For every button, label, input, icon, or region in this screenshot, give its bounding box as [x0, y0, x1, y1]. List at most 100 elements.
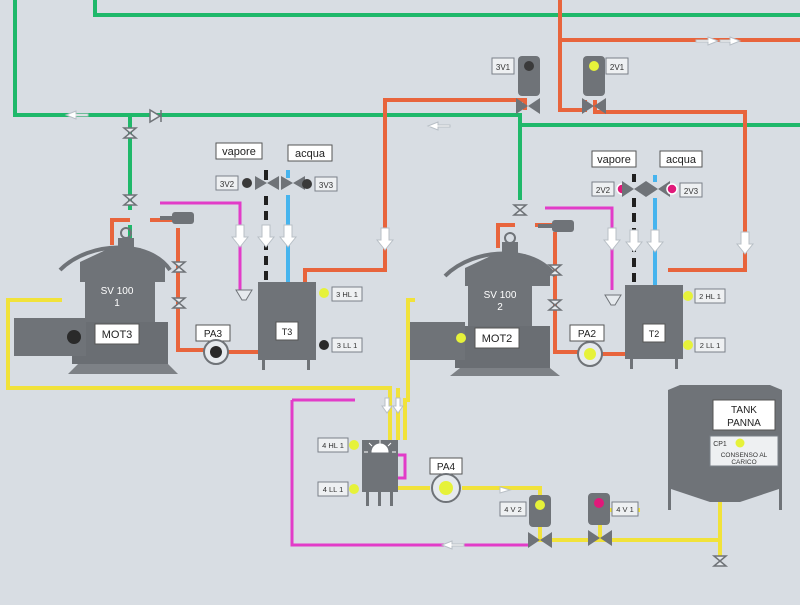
- level-lamp-2hl1: [683, 291, 693, 301]
- status-lamp-mot3: [69, 332, 79, 342]
- pump-pa4-label: PA4: [437, 462, 456, 473]
- flow-arrow-icon: [381, 397, 393, 414]
- flow-arrow-icon: [230, 224, 250, 248]
- flow-arrow-icon: [719, 36, 742, 46]
- level-lamp-3hl1: [319, 288, 329, 298]
- pump-pa4[interactable]: PA4: [429, 457, 463, 503]
- valve-2v3-label: 2V3: [684, 187, 699, 196]
- valve-2v2-label: 2V2: [596, 186, 611, 195]
- flow-arrow-icon: [735, 231, 755, 255]
- valve-4v2[interactable]: 4 V 2: [499, 495, 552, 548]
- valve-3v3-icon[interactable]: [281, 176, 305, 190]
- level-4ll1-label: 4 LL 1: [323, 485, 344, 494]
- valve-2v3-icon[interactable]: [646, 181, 670, 197]
- valve-3v2-label: 3V2: [220, 180, 235, 189]
- level-lamp-2ll1: [683, 340, 693, 350]
- valve-body-icon: [528, 532, 552, 548]
- manual-valves-right: [511, 204, 564, 311]
- valve-2v1-label: 2V1: [610, 63, 625, 72]
- valve-2v2-icon[interactable]: [622, 181, 646, 197]
- steam-water-valves-left: vapore acqua 3V2 3V3: [215, 142, 338, 192]
- tank-collector[interactable]: 4 HL 1 4 LL 1: [317, 437, 398, 506]
- level-4hl1-label: 4 HL 1: [322, 441, 344, 450]
- label-vapore-left: vapore: [222, 146, 256, 158]
- status-lamp-3v1: [524, 61, 534, 71]
- valve-4v1[interactable]: 4 V 1: [588, 493, 639, 546]
- valve-body-icon: [516, 98, 540, 114]
- flow-arrow-icon: [499, 486, 512, 494]
- tank-t2[interactable]: T2 2 HL 1 2 LL 1: [604, 285, 726, 369]
- flow-arrow-icon: [695, 36, 720, 46]
- tank-t2-label: T2: [649, 329, 660, 339]
- status-lamp-3v2: [242, 178, 252, 188]
- valve-3v1-label: 3V1: [496, 63, 511, 72]
- status-lamp-pa4: [439, 481, 453, 495]
- tank-panna-subtitle: PANNA: [727, 418, 761, 429]
- tank-panna[interactable]: TANK PANNA CP1 CONSENSO AL CARICO: [668, 385, 782, 510]
- tank-t3[interactable]: T3 3 HL 1 3 LL 1: [235, 282, 363, 370]
- label-acqua-right: acqua: [666, 154, 697, 166]
- consenso-label-line1: CONSENSO AL: [721, 452, 768, 459]
- status-lamp-cp1: [735, 438, 745, 448]
- green-return-lines: [13, 0, 800, 252]
- agitator-light-icon: [364, 440, 396, 453]
- status-lamp-3v3: [302, 179, 312, 189]
- flow-arrow-icon: [256, 224, 276, 248]
- separator-left-number: 1: [114, 298, 120, 309]
- drain-valve-icon[interactable]: [711, 555, 729, 567]
- separator-right-number: 2: [497, 302, 503, 313]
- flow-arrows: [64, 36, 755, 550]
- pump-pa3[interactable]: PA3: [195, 324, 231, 365]
- valve-3v2-icon[interactable]: [255, 176, 279, 190]
- cp1-label: CP1: [713, 441, 727, 448]
- status-lamp-pa3: [210, 346, 222, 358]
- check-valve-icon: [149, 108, 162, 124]
- status-lamp-4v2: [535, 500, 545, 510]
- flow-arrow-icon: [602, 227, 622, 251]
- status-lamp-mot2: [456, 333, 466, 343]
- valve-3v3-label: 3V3: [319, 181, 334, 190]
- sample-probe-right: [538, 220, 574, 232]
- valve-4v2-label: 4 V 2: [504, 505, 522, 514]
- flow-arrow-icon: [64, 110, 89, 120]
- flow-arrow-icon: [278, 224, 298, 248]
- consenso-label-line2: CARICO: [731, 459, 756, 466]
- valve-body-icon: [582, 98, 606, 114]
- level-3ll1-label: 3 LL 1: [337, 341, 358, 350]
- motor-mot3-label: MOT3: [102, 329, 133, 341]
- valve-3v1[interactable]: 3V1: [491, 56, 540, 114]
- status-lamp-4v1: [594, 498, 604, 508]
- level-lamp-3ll1: [319, 340, 329, 350]
- manual-valve-icon[interactable]: [121, 127, 139, 139]
- motor-mot2-label: MOT2: [482, 333, 513, 345]
- level-2ll1-label: 2 LL 1: [700, 341, 721, 350]
- status-lamp-2v3: [666, 183, 678, 195]
- separator-right-name: SV 100: [484, 290, 517, 301]
- pump-pa3-label: PA3: [204, 329, 223, 340]
- flow-arrow-icon: [426, 121, 451, 131]
- tank-t3-label: T3: [282, 327, 293, 337]
- separator-sv100-1[interactable]: SV 100 1 MOT3: [14, 227, 178, 374]
- separator-sv100-2[interactable]: SV 100 2 MOT2: [410, 232, 560, 376]
- sample-probe-left: [160, 212, 194, 224]
- level-2hl1-label: 2 HL 1: [699, 292, 721, 301]
- label-vapore-right: vapore: [597, 154, 631, 166]
- flow-arrow-icon: [375, 227, 395, 251]
- valve-2v1[interactable]: 2V1: [582, 56, 629, 114]
- pump-pa2-label: PA2: [578, 329, 597, 340]
- flow-arrow-icon: [440, 540, 465, 550]
- level-lamp-4hl1: [349, 440, 359, 450]
- status-lamp-pa2: [584, 348, 596, 360]
- tank-panna-title: TANK: [731, 405, 757, 416]
- black-steam-lines: [264, 170, 636, 285]
- separator-left-name: SV 100: [101, 286, 134, 297]
- level-lamp-4ll1: [349, 484, 359, 494]
- valve-body-icon: [588, 530, 612, 546]
- manual-valves-left: [121, 194, 188, 309]
- pump-pa2[interactable]: PA2: [569, 324, 605, 367]
- label-acqua-left: acqua: [295, 148, 326, 160]
- valve-4v1-label: 4 V 1: [616, 505, 634, 514]
- level-3hl1-label: 3 HL 1: [336, 290, 358, 299]
